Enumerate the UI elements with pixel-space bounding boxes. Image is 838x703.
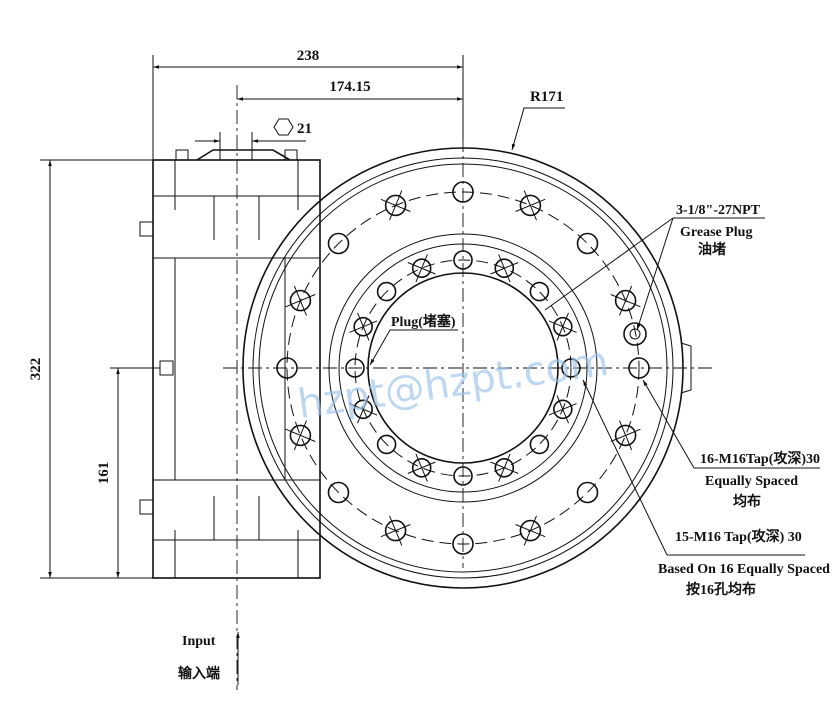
bolt-hole xyxy=(614,424,637,447)
dim-238: 238 xyxy=(297,48,320,64)
bolt-hole xyxy=(529,281,550,302)
bolt-hole xyxy=(519,194,542,217)
hole-cross-mark xyxy=(610,428,641,442)
bolt-hole xyxy=(289,289,312,312)
tap16-cn: 均布 xyxy=(733,493,761,510)
hole-cross-mark xyxy=(498,254,511,283)
hole-cross-mark xyxy=(490,461,519,474)
bolt-hole xyxy=(327,481,350,504)
dim-161: 161 xyxy=(96,462,112,485)
bolt-hole xyxy=(553,316,573,337)
bolt-hole xyxy=(494,258,515,278)
bolt-hole xyxy=(576,481,599,504)
grease-cn: 油堵 xyxy=(698,241,726,258)
hole-cross-mark xyxy=(293,420,307,451)
bolt-hole xyxy=(576,232,599,255)
bolt-hole xyxy=(384,194,407,217)
dim-hex: 21 xyxy=(297,121,312,137)
bolt-hole xyxy=(529,434,550,455)
bolt-hole xyxy=(353,316,373,337)
hole-cross-mark xyxy=(515,524,546,538)
bolt-hole xyxy=(553,399,573,420)
bolt-hole xyxy=(384,519,407,542)
hole-cross-mark xyxy=(285,294,316,308)
hole-cross-mark xyxy=(389,515,403,546)
gearbox-housing xyxy=(139,85,321,690)
bolt-hole xyxy=(376,281,397,302)
grease-en: Grease Plug xyxy=(680,225,752,240)
dim-322: 322 xyxy=(28,358,44,381)
bolt-hole xyxy=(494,458,515,478)
bolt-hole xyxy=(345,358,365,378)
watermark: hzpt@hzpt.com xyxy=(295,339,611,428)
hole-cross-mark xyxy=(349,320,378,333)
hole-cross-mark xyxy=(380,198,411,212)
hole-cross-mark xyxy=(415,453,428,482)
hole-cross-mark xyxy=(523,190,537,221)
tap16-en: Equally Spaced xyxy=(705,474,798,489)
inner-bolt-holes xyxy=(345,250,581,486)
outer-bolt-holes xyxy=(276,181,650,555)
bolt-hole xyxy=(411,458,432,478)
dim-174: 174.15 xyxy=(329,79,370,95)
bolt-hole xyxy=(376,434,397,455)
hole-cross-mark xyxy=(548,403,577,416)
slewing-ring xyxy=(223,88,713,589)
tap16-spec: 16-M16Tap(攻深)30 xyxy=(700,450,820,467)
dim-radius: R171 xyxy=(530,89,563,105)
hole-cross-mark xyxy=(619,285,633,316)
hole-cross-mark xyxy=(556,312,569,341)
bolt-hole xyxy=(353,399,373,420)
input-cn: 输入端 xyxy=(178,665,220,682)
hole-cross-mark xyxy=(407,262,436,275)
tap15-cn: 按16孔均布 xyxy=(686,581,756,598)
bolt-hole xyxy=(614,289,637,312)
bolt-hole xyxy=(411,258,432,278)
tap15-en: Based On 16 Equally Spaced xyxy=(658,562,830,577)
bolt-hole xyxy=(519,519,542,542)
plug-label: Plug(堵塞) xyxy=(391,313,456,330)
grease-spec: 3-1/8"-27NPT xyxy=(676,203,761,218)
bolt-hole xyxy=(327,232,350,255)
input-en: Input xyxy=(182,634,216,649)
bolt-hole xyxy=(289,424,312,447)
hole-cross-mark xyxy=(357,395,370,424)
dimensions xyxy=(40,55,820,685)
tap15-spec: 15-M16 Tap(攻深) 30 xyxy=(675,528,802,545)
